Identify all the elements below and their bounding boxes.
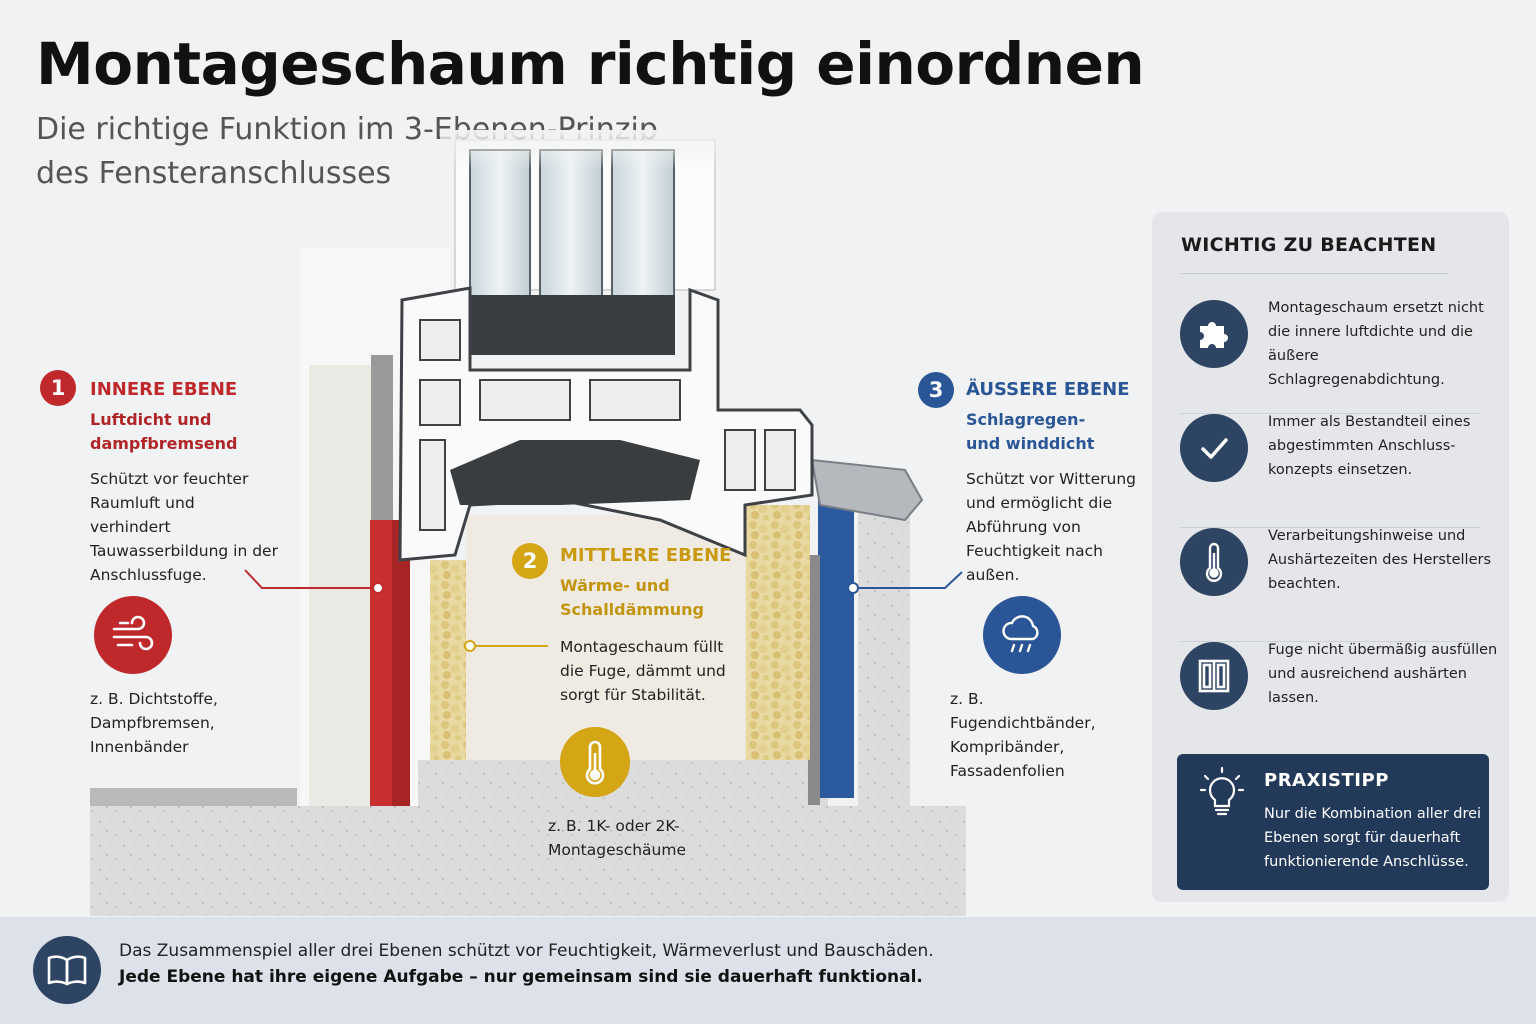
note-text: Immer als Bestandteil eines abgestimmten… [1268,414,1471,478]
layer-examples: z. B. 1K- oder 2K-Montageschäume [548,817,687,859]
layer-outer: 3 ÄUSSERE EBENE Schlagregen- und winddic… [918,370,1148,780]
layer-number-badge: 2 [512,543,548,579]
window-icon [1180,642,1248,710]
book-icon [33,936,101,1004]
praxistipp-text: Nur die Kombination aller drei Ebenen so… [1264,806,1482,870]
layer-middle: 2 MITTLERE EBENE Wärme- und Schalldämmun… [512,537,762,867]
layer-inner: 1 INNERE EBENE Luftdicht und dampfbremse… [40,370,280,770]
footer-line-2: Jede Ebene hat ihre eigene Aufgabe – nur… [119,967,923,987]
layer-title: ÄUSSERE EBENE [966,379,1130,400]
note-item: Fuge nicht übermäßig ausfüllen und ausre… [1152,642,1509,756]
layer-subtitle: Schlagregen- und winddicht [966,410,1095,453]
layer-description: Schützt vor Witterung und ermöglicht die… [966,470,1137,584]
rain-cloud-icon [983,596,1061,674]
note-text: Verarbeitungshinweise und Aushärtezeiten… [1268,528,1492,592]
note-item: Immer als Bestandteil eines abgestimmten… [1152,414,1509,528]
layer-examples: z. B. Fugendichtbänder, Kompribänder, Fa… [950,690,1096,780]
layer-subtitle: Wärme- und Schalldämmung [560,576,704,619]
divider [1180,527,1480,528]
divider [1180,413,1480,414]
thermometer-icon [1180,528,1248,596]
footer-line-1: Das Zusammenspiel aller drei Ebenen schü… [119,941,934,961]
checkmark-icon [1180,414,1248,482]
thermometer-icon [560,727,630,797]
panel-title: WICHTIG ZU BEACHTEN [1181,234,1437,256]
important-notes-panel: WICHTIG ZU BEACHTEN Montageschaum ersetz… [1152,212,1509,902]
page-subtitle: Die richtige Funktion im 3-Ebenen-Prinzi… [36,112,658,191]
layer-number-badge: 3 [918,372,954,408]
page-title: Montageschaum richtig einordnen [36,30,1145,98]
note-item: Verarbeitungshinweise und Aushärtezeiten… [1152,528,1509,642]
praxistipp-box: PRAXISTIPP Nur die Kombination aller dre… [1177,754,1489,890]
window-cross-section-illustration [90,130,966,916]
layer-title: INNERE EBENE [90,379,238,400]
lightbulb-icon [1199,766,1245,822]
layer-description: Schützt vor feuchter Raumluft und verhin… [90,470,278,584]
footer-bar: Das Zusammenspiel aller drei Ebenen schü… [0,917,1536,1024]
divider [1180,641,1480,642]
puzzle-icon [1180,300,1248,368]
layer-subtitle: Luftdicht und dampfbremsend [90,410,238,453]
layer-examples: z. B. Dichtstoffe, Dampfbremsen, Innenbä… [90,690,218,756]
layer-number-badge: 1 [40,370,76,406]
note-item: Montageschaum ersetzt nicht die innere l… [1152,300,1509,414]
praxistipp-title: PRAXISTIPP [1264,770,1389,791]
layer-description: Montageschaum füllt die Fuge, dämmt und … [560,638,726,704]
divider [1181,273,1449,274]
note-text: Montageschaum ersetzt nicht die innere l… [1268,300,1484,388]
note-text: Fuge nicht übermäßig ausfüllen und ausre… [1268,642,1498,706]
layer-title: MITTLERE EBENE [560,545,732,566]
wind-icon [94,596,172,674]
